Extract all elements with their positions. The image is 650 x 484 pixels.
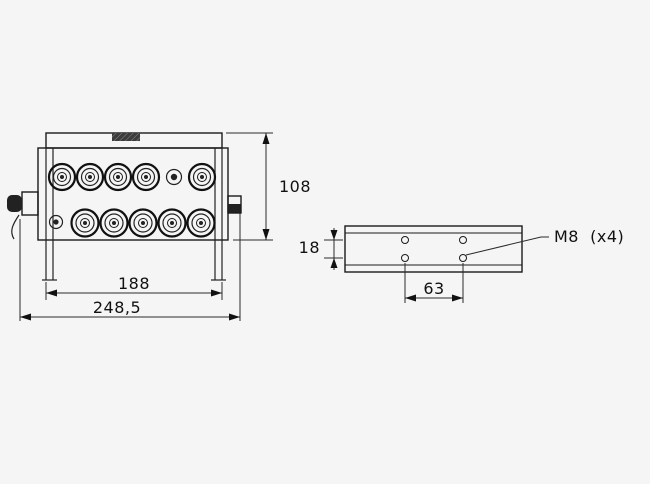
connector-socket — [75, 162, 105, 192]
mounting-hole — [459, 254, 467, 262]
connector-socket — [131, 162, 161, 192]
thread-callout: M8 (x4) — [465, 227, 624, 256]
dimension-overall-height: 108 — [226, 132, 311, 241]
arrowhead — [229, 313, 240, 321]
socket-row-top — [47, 162, 217, 192]
mounting-holes — [401, 236, 467, 262]
connector-cable — [11, 214, 20, 240]
front-view — [7, 132, 242, 281]
mounting-hole — [401, 236, 409, 244]
connector-socket — [47, 162, 77, 192]
connector-socket — [186, 208, 216, 238]
dimension-hole-row-spacing: 18 — [299, 228, 343, 270]
dim-overall-height-label: 108 — [279, 177, 311, 196]
dim-hole-column-spacing-label: 63 — [423, 279, 444, 298]
arrowhead — [452, 294, 463, 302]
arrowhead — [262, 229, 270, 240]
mounting-hole — [459, 236, 467, 244]
connector-socket — [99, 208, 129, 238]
right-bracket — [211, 148, 226, 281]
dim-mounting-width-label: 188 — [118, 274, 150, 293]
arrowhead — [20, 313, 31, 321]
connector-socket — [128, 208, 158, 238]
connector-socket — [70, 208, 100, 238]
dim-overall-width-label: 248,5 — [93, 298, 141, 317]
connector-socket-small — [165, 168, 183, 186]
mounting-plate — [344, 225, 523, 273]
left-bracket — [42, 148, 57, 281]
arrowhead — [262, 133, 270, 144]
dimension-hole-column-spacing: 63 — [404, 263, 464, 303]
flange-hatch-detail — [112, 133, 140, 141]
right-side-latch — [227, 195, 242, 214]
dimension-mounting-width: 188 — [45, 274, 223, 300]
dim-hole-row-spacing-label: 18 — [299, 238, 320, 257]
arrowhead — [405, 294, 416, 302]
thread-callout-label: M8 (x4) — [554, 227, 624, 246]
connector-socket — [103, 162, 133, 192]
dimension-overall-width: 248,5 — [19, 213, 241, 321]
connector-socket — [157, 208, 187, 238]
socket-row-bottom — [48, 208, 216, 238]
left-side-connector — [7, 191, 39, 240]
arrowhead — [211, 289, 222, 297]
connector-socket — [187, 162, 217, 192]
arrowhead — [330, 258, 338, 268]
connector-socket-small — [48, 214, 64, 230]
side-view — [344, 225, 523, 273]
leader-line — [465, 236, 549, 256]
arrowhead — [46, 289, 57, 297]
mounting-hole — [401, 254, 409, 262]
arrowhead — [330, 230, 338, 240]
